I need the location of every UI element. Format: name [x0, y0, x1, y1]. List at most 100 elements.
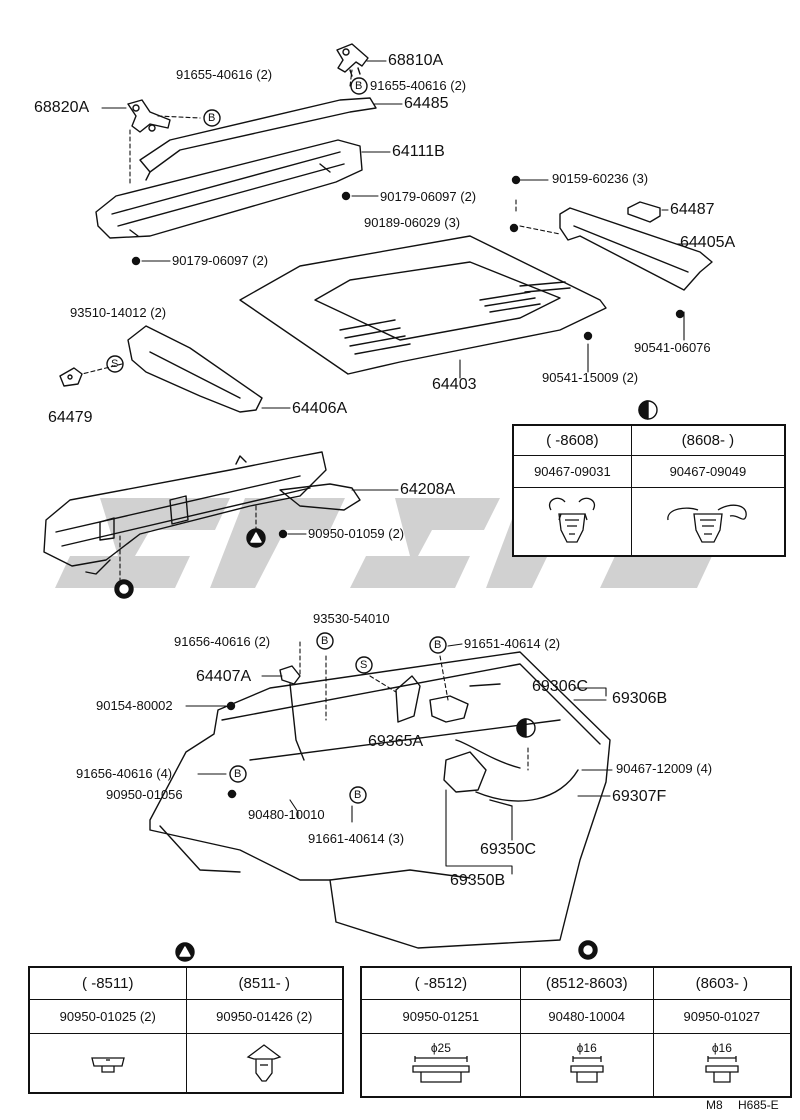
cross-member-64208a-drawing — [43, 451, 361, 575]
callout-64208a: 64208A — [400, 481, 456, 498]
table-half-circle: ( -8608) (8608- ) 90467-09031 90467-0904… — [512, 424, 786, 557]
hinge-68810a-drawing — [336, 43, 369, 77]
marker-s-letter: S — [360, 659, 368, 671]
marker-b-letter: B — [355, 80, 363, 92]
panel-64405a-drawing — [559, 207, 713, 291]
bracket-64479-drawing — [59, 367, 83, 387]
lock-parts-drawing — [279, 665, 579, 807]
marker-s-letter: S — [111, 358, 119, 370]
hinge-68820a-drawing — [127, 99, 171, 133]
marker-b-letter: B — [321, 635, 329, 647]
callout-90480-10010: 90480-10010 — [248, 807, 325, 822]
plug-90950-01027-icon — [705, 1055, 739, 1083]
callout-64406a: 64406A — [292, 400, 348, 417]
footer-code-a: M8 — [706, 1098, 723, 1112]
part-number-cell: 90950-01027 — [652, 999, 792, 1034]
callout-68820a: 68820A — [34, 99, 90, 116]
callout-64403: 64403 — [432, 376, 477, 393]
table-header: (8511- ) — [185, 967, 343, 1000]
part-number-cell: 90467-09031 — [513, 455, 632, 488]
callout-64111b: 64111B — [392, 143, 445, 160]
callout-69306b: 69306B — [612, 690, 668, 707]
marker-b-letter: B — [354, 789, 362, 801]
callout-90950-01056: 90950-01056 — [106, 787, 183, 802]
table-gear: ( -8512) (8512-8603) (8603- ) 90950-0125… — [360, 966, 792, 1098]
callout-91655-40616-b: 91655-40616 (2) — [370, 78, 467, 93]
part-64487-drawing — [627, 201, 661, 223]
plug-diameter-label: ϕ25 — [430, 1040, 451, 1055]
callout-69365a: 69365A — [368, 733, 424, 750]
callout-90154-80002: 90154-80002 — [96, 698, 173, 713]
rail-64485-drawing — [139, 97, 377, 181]
callout-90467-12009: 90467-12009 (4) — [616, 761, 713, 776]
fastener-icons — [131, 175, 685, 799]
callout-69307f: 69307F — [612, 788, 667, 805]
deck-board-64403-drawing — [239, 235, 607, 375]
footer-code-b: H685-E — [738, 1098, 779, 1112]
marker-b-letter: B — [208, 112, 216, 124]
triangle-table-symbol — [175, 942, 195, 962]
gear-table-symbol — [578, 940, 598, 960]
half-circle-table-symbol — [638, 400, 658, 420]
clip-drawing-cell — [630, 487, 786, 556]
dashed-leaders — [81, 69, 561, 771]
marker-b-circles — [203, 77, 447, 804]
callout-64485: 64485 — [404, 95, 449, 112]
body-lower-drawing — [149, 651, 611, 949]
callout-90179-06097-a: 90179-06097 (2) — [380, 189, 477, 204]
plug-diameter-label: ϕ16 — [576, 1040, 597, 1055]
callout-91661-40614: 91661-40614 (3) — [308, 831, 405, 846]
plug-90950-01251-icon — [412, 1055, 470, 1083]
half-circle-symbol-marker — [516, 718, 536, 738]
callout-91651-40614: 91651-40614 (2) — [464, 636, 561, 651]
callout-90179-06097-b: 90179-06097 (2) — [172, 253, 269, 268]
callout-93530-54010: 93530-54010 — [313, 611, 390, 626]
table-header: ( -8512) — [361, 967, 521, 1000]
plug-drawing-cell: ϕ25 — [361, 1033, 521, 1097]
clip-90467-09049-icon — [667, 504, 747, 543]
clip-drawing-cell — [185, 1033, 343, 1093]
clip-90950-01025-icon — [90, 1056, 125, 1073]
plug-diameter-label: ϕ16 — [711, 1040, 732, 1055]
table-header: (8512-8603) — [519, 967, 654, 1000]
callout-64405a: 64405A — [680, 234, 736, 251]
callout-90189-06029: 90189-06029 (3) — [364, 215, 461, 230]
callout-69350c: 69350C — [480, 841, 537, 858]
callout-90950-01059: 90950-01059 (2) — [308, 526, 405, 541]
clip-drawing-cell — [513, 487, 632, 556]
marker-b-letter: B — [234, 768, 242, 780]
clip-drawing-cell — [29, 1033, 187, 1093]
callout-93510-14012: 93510-14012 (2) — [70, 305, 167, 320]
panel-64111b-drawing — [95, 139, 363, 239]
clip-90950-01426-icon — [246, 1043, 282, 1082]
leader-lines — [101, 60, 701, 875]
callout-69350b: 69350B — [450, 872, 506, 889]
callout-64479: 64479 — [48, 409, 93, 426]
plug-drawing-cell: ϕ16 — [652, 1033, 792, 1097]
part-number-cell: 90950-01426 (2) — [185, 999, 343, 1034]
plug-drawing-cell: ϕ16 — [519, 1033, 654, 1097]
table-header: (8603- ) — [652, 967, 792, 1000]
marker-s-circles — [106, 355, 373, 674]
table-header: (8608- ) — [630, 425, 786, 456]
callout-68810a: 68810A — [388, 52, 444, 69]
table-triangle: ( -8511) (8511- ) 90950-01025 (2) 90950-… — [28, 966, 344, 1094]
gear-symbol-marker — [114, 579, 134, 599]
callout-64407a: 64407A — [196, 668, 252, 685]
panel-64406a-drawing — [127, 325, 263, 413]
part-number-cell: 90480-10004 — [519, 999, 654, 1034]
marker-b-letter: B — [434, 639, 442, 651]
callout-64487: 64487 — [670, 201, 715, 218]
table-header: ( -8511) — [29, 967, 187, 1000]
callout-69306c: 69306C — [532, 678, 589, 695]
part-number-cell: 90950-01025 (2) — [29, 999, 187, 1034]
callout-91655-40616-a: 91655-40616 (2) — [176, 67, 273, 82]
callout-90159-60236: 90159-60236 (3) — [552, 171, 649, 186]
part-number-cell: 90467-09049 — [630, 455, 786, 488]
callout-90541-06076: 90541-06076 — [634, 340, 711, 355]
callout-91656-40616-a: 91656-40616 (2) — [174, 634, 271, 649]
table-header: ( -8608) — [513, 425, 632, 456]
triangle-symbol-marker — [246, 528, 266, 548]
callout-91656-40616-b: 91656-40616 (4) — [76, 766, 173, 781]
